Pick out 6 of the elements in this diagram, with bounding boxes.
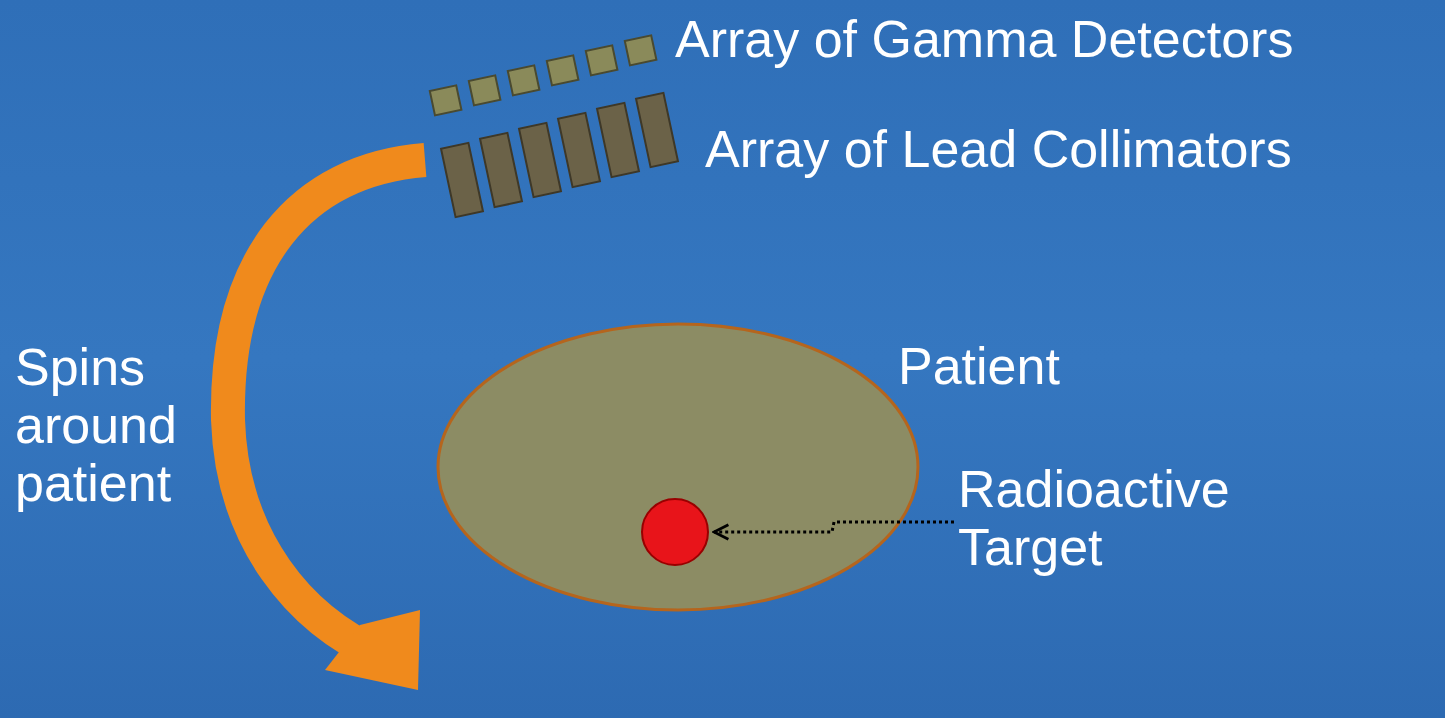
patient-label: Patient xyxy=(898,337,1060,395)
caption-text: Array of Lead Collimators xyxy=(705,120,1292,178)
target-label: Radioactive Target xyxy=(958,460,1231,576)
caption-text: Array of Gamma Detectors xyxy=(675,10,1294,68)
leader-line xyxy=(712,520,954,541)
caption-text: Spins around patient xyxy=(15,338,178,512)
